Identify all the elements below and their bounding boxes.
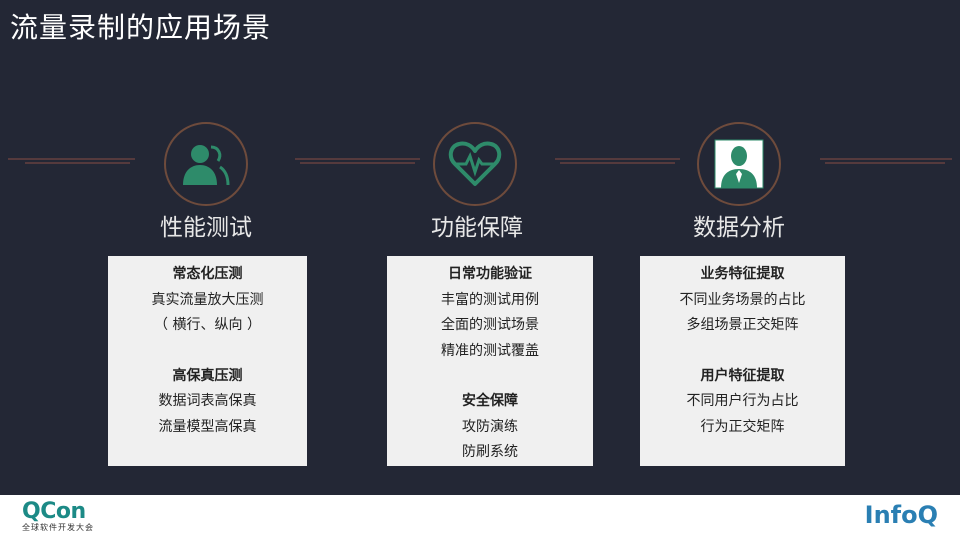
footer-bar: QCon 全球软件开发大会 InfoQ <box>0 495 960 540</box>
slide-title: 流量录制的应用场景 <box>10 11 272 44</box>
list-item: 丰富的测试用例 <box>441 291 539 308</box>
users-icon <box>183 145 230 186</box>
group-heading: 安全保障 <box>462 393 518 409</box>
heartbeat-icon <box>448 141 502 186</box>
group-heading: 用户特征提取 <box>700 367 785 384</box>
list-item: 攻防演练 <box>462 418 518 435</box>
infoq-logo: InfoQ <box>864 501 938 529</box>
qcon-logo-text: QCon <box>22 499 86 524</box>
group-heading: 日常功能验证 <box>448 266 532 282</box>
card-performance: 常态化压测 真实流量放大压测 （ 横行、纵向 ） 高保真压测 数据词表高保真 流… <box>108 256 307 466</box>
decorative-lines <box>8 158 952 164</box>
group-heading: 业务特征提取 <box>700 266 785 282</box>
analysis-icon-circle <box>697 122 781 206</box>
list-item: 真实流量放大压测 <box>151 291 264 308</box>
column-title-analysis: 数据分析 <box>693 215 785 241</box>
group-heading: 常态化压测 <box>172 266 243 282</box>
card-analysis: 业务特征提取 不同业务场景的占比 多组场景正交矩阵 用户特征提取 不同用户行为占… <box>640 256 845 466</box>
list-item: 行为正交矩阵 <box>700 418 785 435</box>
qcon-tagline: 全球软件开发大会 <box>22 523 94 532</box>
list-item: 流量模型高保真 <box>158 418 257 435</box>
column-title-performance: 性能测试 <box>160 215 252 241</box>
list-item: 数据词表高保真 <box>158 393 257 409</box>
list-item: 精准的测试覆盖 <box>441 342 539 359</box>
list-item: （ 横行、纵向 ） <box>154 317 261 333</box>
function-icon-circle <box>433 122 517 206</box>
performance-icon-circle <box>164 122 248 206</box>
user-profile-icon <box>714 139 764 189</box>
column-title-function: 功能保障 <box>431 215 523 241</box>
list-item: 多组场景正交矩阵 <box>686 317 799 333</box>
list-item: 不同业务场景的占比 <box>679 291 806 308</box>
list-item: 防刷系统 <box>462 444 518 460</box>
group-heading: 高保真压测 <box>172 367 243 384</box>
list-item: 不同用户行为占比 <box>686 393 799 409</box>
card-function: 日常功能验证 丰富的测试用例 全面的测试场景 精准的测试覆盖 安全保障 攻防演练… <box>387 256 593 466</box>
qcon-logo: QCon 全球软件开发大会 <box>22 499 94 533</box>
list-item: 全面的测试场景 <box>441 317 539 333</box>
